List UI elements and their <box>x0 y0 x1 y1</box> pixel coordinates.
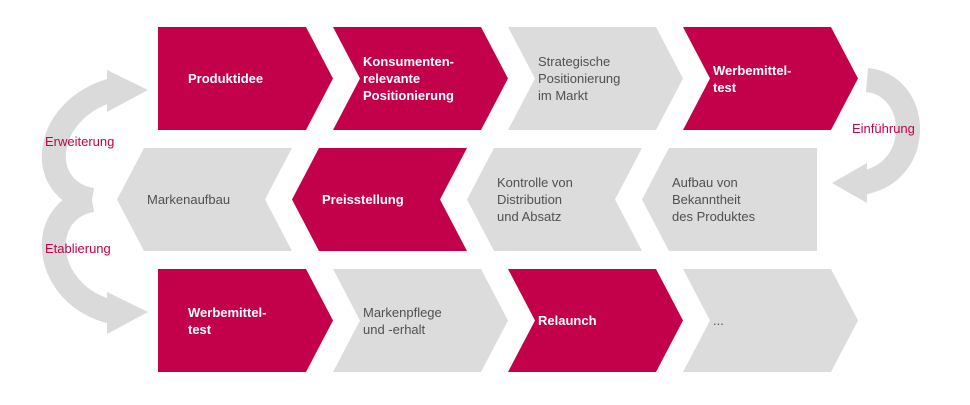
chevron-step <box>333 269 508 372</box>
chevron-step <box>683 269 858 372</box>
chevron-step <box>508 27 683 130</box>
chevron-group <box>117 27 858 372</box>
chevron-step <box>467 148 642 251</box>
einfuehrung-arrow-head <box>832 163 867 203</box>
chevron-step <box>508 269 683 372</box>
chevron-step <box>158 27 333 130</box>
erweiterung-label: Erweiterung <box>45 134 115 149</box>
chevron-step <box>642 148 817 251</box>
chevron-step <box>117 148 292 251</box>
etablierung-label: Etablierung <box>45 241 111 256</box>
chevron-step <box>333 27 508 130</box>
etablierung-arrow-shaft <box>41 188 116 324</box>
etablierung-arrow-head <box>107 292 148 334</box>
chevron-step <box>683 27 858 130</box>
einfuehrung-arrow-shaft <box>859 68 920 195</box>
chevron-step <box>292 148 467 251</box>
erweiterung-arrow-head <box>107 70 148 112</box>
einfuehrung-label: Einführung <box>852 121 915 136</box>
chevron-step <box>158 269 333 372</box>
